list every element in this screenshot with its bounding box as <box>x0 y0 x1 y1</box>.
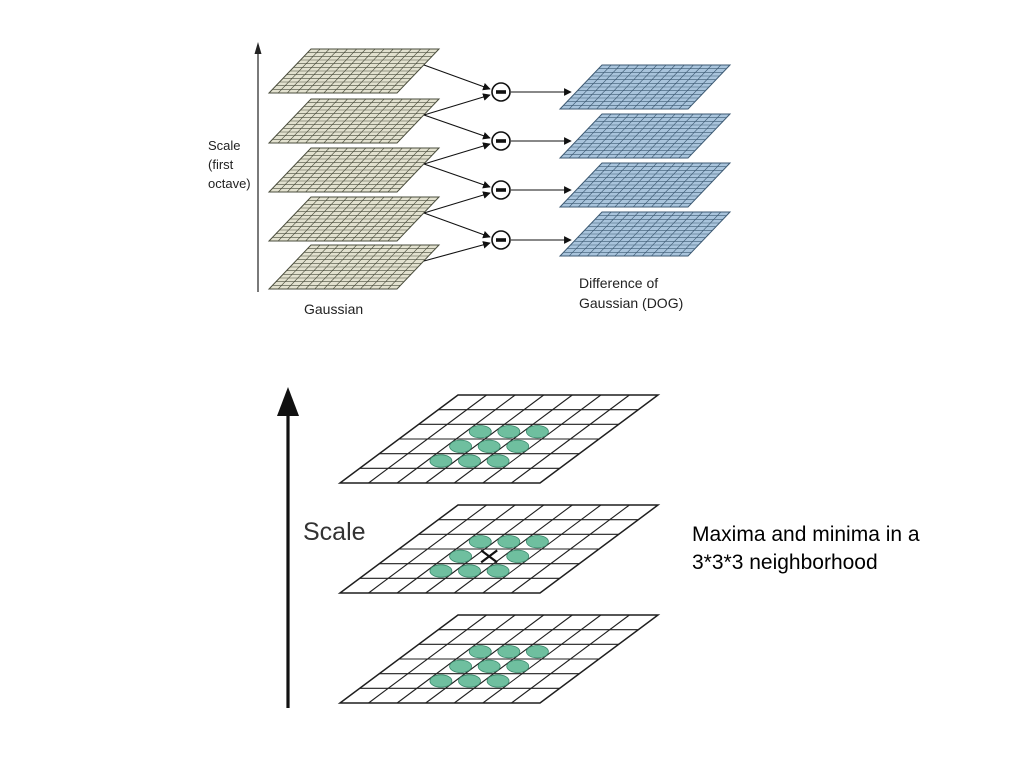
gaussian-to-operator-arrow <box>423 93 491 116</box>
gaussian-layer <box>267 48 441 94</box>
neighbor-sample <box>526 535 549 549</box>
neighbor-sample <box>497 535 521 549</box>
minus-sign <box>496 90 506 94</box>
scale-layer <box>337 614 661 704</box>
dog-layer <box>558 162 732 208</box>
big-scale-axis-arrowhead <box>277 387 299 416</box>
minus-sign <box>496 139 506 143</box>
dog-layer <box>558 64 732 110</box>
gaussian-to-operator-arrow <box>423 142 491 165</box>
minus-sign <box>496 238 506 242</box>
gaussian-label: Gaussian <box>304 301 364 317</box>
neighbor-sample <box>506 659 530 673</box>
neighbor-sample <box>458 454 481 468</box>
neighbor-sample <box>468 645 492 659</box>
neighbor-sample <box>486 674 510 688</box>
neighbor-sample <box>506 549 530 563</box>
scale-layer <box>337 504 661 594</box>
gaussian-layer <box>267 196 441 242</box>
neighbor-sample <box>429 674 453 688</box>
neighbor-sample <box>449 549 472 563</box>
scale-label-line: (first <box>208 157 234 172</box>
neighbor-sample <box>477 659 501 673</box>
caption: Maxima and minima in a 3*3*3 neighborhoo… <box>692 521 920 577</box>
dog-layer <box>558 113 732 159</box>
neighbor-sample <box>429 564 453 578</box>
gaussian-to-operator-arrow <box>423 212 491 239</box>
scale-label: Scale <box>303 518 366 546</box>
dog-label-line: Gaussian (DOG) <box>579 295 684 311</box>
dog-layer <box>558 211 732 257</box>
scale-label-line: octave) <box>208 176 251 191</box>
scale-first-octave-label: Scale (first octave) <box>208 136 251 193</box>
neighbor-sample <box>526 645 549 659</box>
gaussian-layer <box>267 98 441 144</box>
neighbor-sample <box>497 645 521 659</box>
neighbor-sample <box>458 674 481 688</box>
neighbor-sample <box>429 454 453 468</box>
neighbor-sample <box>449 439 472 453</box>
neighbor-sample <box>449 659 472 673</box>
neighbor-sample <box>458 564 481 578</box>
scale-label-line: Scale <box>208 138 241 153</box>
caption-line: Maxima and minima in a <box>692 523 920 546</box>
minus-sign <box>496 188 506 192</box>
dog-label-line: Difference of <box>579 275 659 291</box>
neighbor-sample <box>486 564 510 578</box>
neighbor-sample <box>477 439 501 453</box>
scale-axis-arrowhead <box>254 42 262 54</box>
neighbor-sample <box>468 535 492 549</box>
neighbor-sample <box>486 454 510 468</box>
neighbor-sample <box>506 439 530 453</box>
gaussian-to-operator-arrow <box>423 114 491 140</box>
gaussian-layer <box>267 244 441 290</box>
gaussian-to-operator-arrow <box>423 163 491 189</box>
gaussian-to-operator-arrow <box>423 191 491 214</box>
neighbor-sample <box>497 425 521 439</box>
neighbor-sample <box>526 425 549 439</box>
center-sample-mark <box>480 549 498 564</box>
dog-label: Difference of Gaussian (DOG) <box>579 273 683 313</box>
scale-layer <box>337 394 661 484</box>
gaussian-to-operator-arrow <box>423 64 491 91</box>
neighbor-sample <box>468 425 492 439</box>
gaussian-layer <box>267 147 441 193</box>
gaussian-to-operator-arrow <box>423 241 491 262</box>
caption-line: 3*3*3 neighborhood <box>692 551 878 574</box>
